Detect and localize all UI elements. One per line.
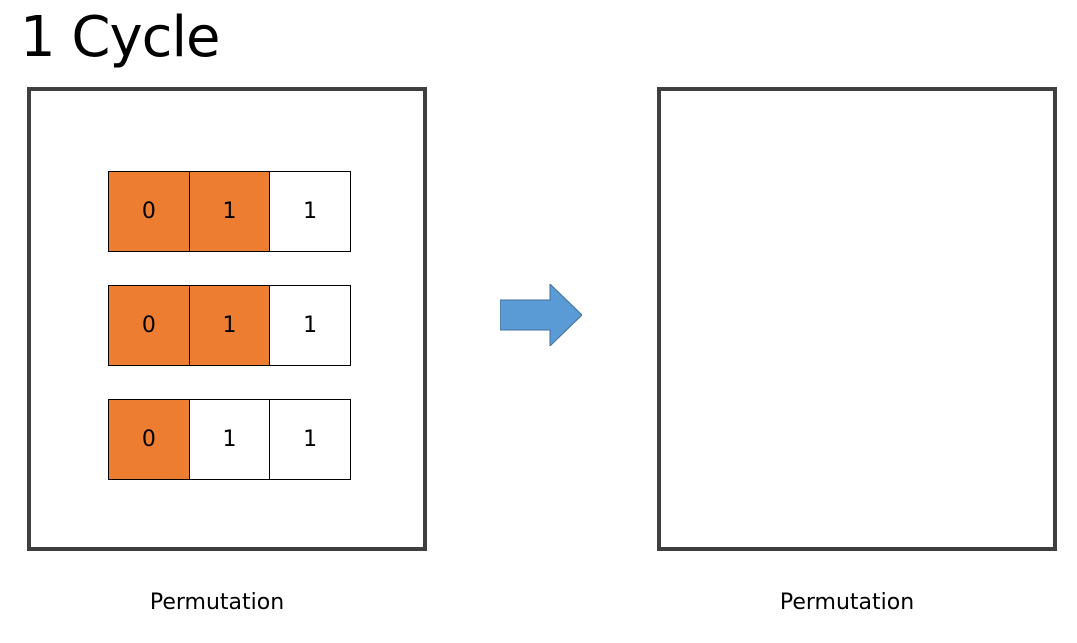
bit-row: 0 1 1: [108, 285, 351, 366]
left-panel: 0 1 1 0 1 1 0 1 1: [27, 87, 427, 551]
bit-cell: 1: [189, 286, 271, 365]
bit-cell: 0: [109, 400, 190, 479]
bit-cell: 1: [270, 286, 351, 365]
bit-row: 0 1 1: [108, 171, 351, 252]
right-arrow-icon: [500, 284, 582, 346]
bit-row: 0 1 1: [108, 399, 351, 480]
bit-cell: 1: [270, 172, 351, 251]
bit-cell: 1: [189, 400, 271, 479]
bit-cell: 0: [109, 172, 190, 251]
right-panel: [657, 87, 1057, 551]
bit-cell: 0: [109, 286, 190, 365]
right-caption: Permutation: [779, 590, 915, 615]
page-title: 1 Cycle: [20, 5, 220, 70]
bit-cell: 1: [270, 400, 351, 479]
bit-cell: 1: [189, 172, 271, 251]
left-caption: Permutation: [149, 590, 285, 615]
